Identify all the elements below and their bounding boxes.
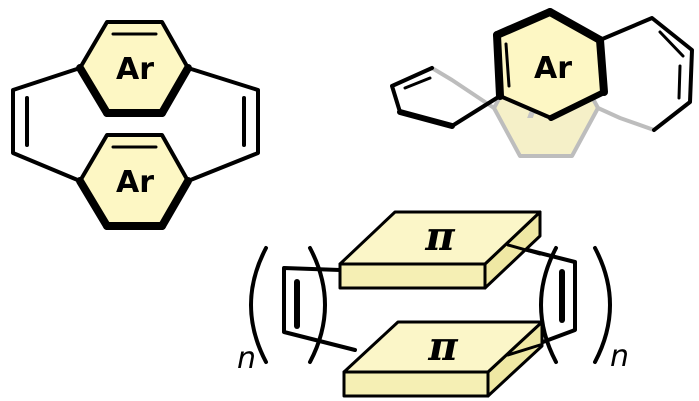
top-slab-pi-label: π — [424, 213, 455, 260]
pi-stack-oligomer: π π n n — [237, 210, 629, 398]
right-repeat-n: n — [610, 339, 629, 374]
right-outer-bracket — [593, 246, 612, 364]
left-inner-bracket — [308, 246, 327, 364]
bottom-slab-link — [506, 343, 542, 357]
top-arene-ring — [76, 20, 192, 117]
top-pi-slab: π — [338, 210, 542, 290]
left-bridge — [11, 66, 82, 183]
top-slab-link — [506, 243, 542, 256]
left-perspective-bridge — [390, 66, 502, 129]
right-inner-bracket — [539, 246, 558, 364]
left-repeat-n: n — [237, 341, 256, 376]
perspective-structure: Ar Ar — [390, 8, 694, 158]
top-ring-label: Ar — [116, 52, 154, 87]
bottom-slab-pi-label: π — [427, 323, 458, 370]
left-outer-bracket — [249, 246, 268, 364]
cyclophane-structure: Ar Ar — [11, 20, 260, 230]
right-perspective-bridge — [598, 16, 694, 132]
right-bridge — [186, 66, 260, 183]
front-ring-label: Ar — [534, 51, 572, 86]
bottom-pi-slab: π — [342, 320, 544, 398]
bottom-arene-ring — [76, 133, 192, 230]
bottom-ring-label: Ar — [116, 165, 154, 200]
front-arene-ring: Ar — [493, 8, 608, 121]
